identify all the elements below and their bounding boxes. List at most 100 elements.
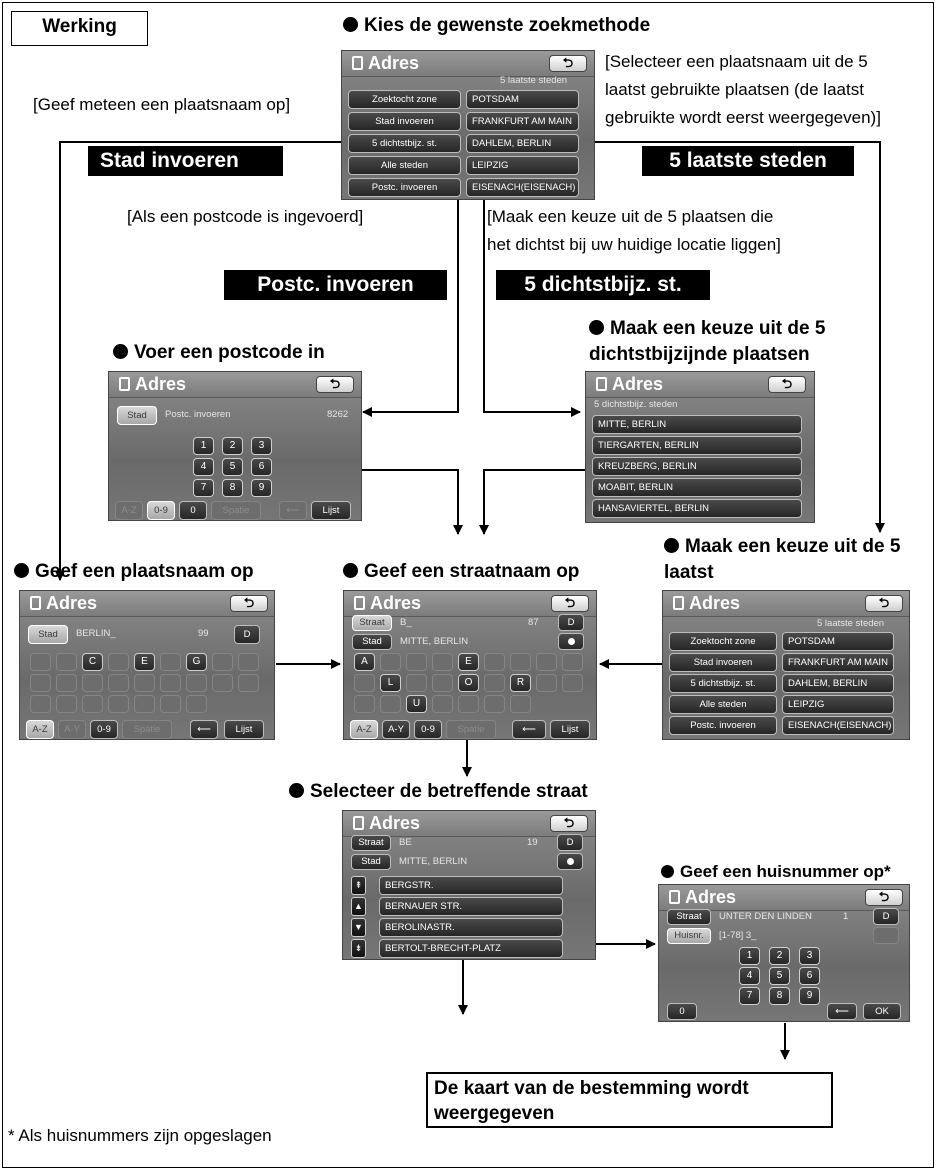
letter-key-disabled[interactable] xyxy=(160,674,181,692)
letter-key-disabled[interactable] xyxy=(82,695,103,713)
delete-button[interactable]: ⟵ xyxy=(190,720,218,739)
menu-stad-invoeren[interactable]: Stad invoeren xyxy=(348,112,461,131)
letter-key[interactable]: E xyxy=(458,653,479,671)
key-9[interactable]: 9 xyxy=(799,987,820,1005)
key-5[interactable]: 5 xyxy=(222,458,243,476)
recent-city-5[interactable]: EISENACH(EISENACH) xyxy=(782,716,894,735)
menu-alle-steden[interactable]: Alle steden xyxy=(669,695,777,714)
key-2[interactable]: 2 xyxy=(769,947,790,965)
menu-dichtstbijz[interactable]: 5 dichtstbijz. st. xyxy=(348,134,461,153)
scroll-up-icon[interactable]: ▲ xyxy=(351,897,366,916)
key-9[interactable]: 9 xyxy=(251,479,272,497)
ay-button[interactable]: A-Y xyxy=(382,720,410,739)
letter-key-disabled[interactable] xyxy=(432,653,453,671)
back-button[interactable]: ⮌ xyxy=(549,55,587,72)
gps-button[interactable] xyxy=(873,927,899,944)
key-8[interactable]: 8 xyxy=(222,479,243,497)
letter-key-disabled[interactable] xyxy=(56,674,77,692)
street-item-3[interactable]: BEROLINASTR. xyxy=(379,918,563,937)
nearby-city-1[interactable]: MITTE, BERLIN xyxy=(592,415,802,434)
stad-tab[interactable]: Stad xyxy=(117,406,157,425)
letter-key-disabled[interactable] xyxy=(82,674,103,692)
letter-key-disabled[interactable] xyxy=(380,653,401,671)
letter-key-disabled[interactable] xyxy=(432,695,453,713)
menu-postc-invoeren[interactable]: Postc. invoeren xyxy=(348,178,461,197)
letter-key-disabled[interactable] xyxy=(354,695,375,713)
nearby-city-2[interactable]: TIERGARTEN, BERLIN xyxy=(592,436,802,455)
digits-button[interactable]: 0-9 xyxy=(90,720,118,739)
az-button[interactable]: A-Z xyxy=(115,501,143,520)
spatie-button[interactable]: Spatie xyxy=(446,720,496,739)
d-button[interactable]: D xyxy=(234,625,260,644)
delete-button[interactable]: ⟵ xyxy=(512,720,546,739)
menu-zoektocht-zone[interactable]: Zoektocht zone xyxy=(669,632,777,651)
letter-key-disabled[interactable] xyxy=(186,695,207,713)
back-button[interactable]: ⮌ xyxy=(230,595,268,612)
stad-tab[interactable]: Stad xyxy=(352,634,392,650)
letter-key-disabled[interactable] xyxy=(484,674,505,692)
digits-button[interactable]: 0-9 xyxy=(414,720,442,739)
back-button[interactable]: ⮌ xyxy=(316,376,354,393)
letter-key-disabled[interactable] xyxy=(380,695,401,713)
letter-key[interactable]: C xyxy=(82,653,103,671)
d-button[interactable]: D xyxy=(558,614,584,631)
letter-key-disabled[interactable] xyxy=(186,674,207,692)
scroll-down-icon[interactable]: ▼ xyxy=(351,918,366,937)
key-5[interactable]: 5 xyxy=(769,967,790,985)
recent-city-2[interactable]: FRANKFURT AM MAIN xyxy=(782,653,894,672)
key-2[interactable]: 2 xyxy=(222,437,243,455)
nearby-city-3[interactable]: KREUZBERG, BERLIN xyxy=(592,457,802,476)
letter-key[interactable]: E xyxy=(134,653,155,671)
letter-key[interactable]: L xyxy=(380,674,401,692)
gps-button[interactable] xyxy=(558,633,584,650)
menu-alle-steden[interactable]: Alle steden xyxy=(348,156,461,175)
letter-key-disabled[interactable] xyxy=(30,653,51,671)
letter-key-disabled[interactable] xyxy=(160,695,181,713)
letter-key-disabled[interactable] xyxy=(212,674,233,692)
letter-key-disabled[interactable] xyxy=(510,653,531,671)
key-6[interactable]: 6 xyxy=(799,967,820,985)
back-button[interactable]: ⮌ xyxy=(551,595,589,612)
zero-key[interactable]: 0 xyxy=(667,1003,697,1020)
letter-key[interactable]: G xyxy=(186,653,207,671)
nearby-city-5[interactable]: HANSAVIERTEL, BERLIN xyxy=(592,499,802,518)
key-1[interactable]: 1 xyxy=(739,947,760,965)
huisnr-tab[interactable]: Huisnr. xyxy=(667,928,711,944)
letter-key-disabled[interactable] xyxy=(484,653,505,671)
stad-tab[interactable]: Stad xyxy=(351,854,391,870)
recent-city-1[interactable]: POTSDAM xyxy=(782,632,894,651)
back-button[interactable]: ⮌ xyxy=(865,595,903,612)
letter-key-disabled[interactable] xyxy=(108,695,129,713)
gps-button[interactable] xyxy=(557,853,583,870)
letter-key-disabled[interactable] xyxy=(406,653,427,671)
letter-key-disabled[interactable] xyxy=(212,653,233,671)
nearby-city-4[interactable]: MOABIT, BERLIN xyxy=(592,478,802,497)
letter-key-disabled[interactable] xyxy=(536,653,557,671)
d-button[interactable]: D xyxy=(557,834,583,851)
ok-button[interactable]: OK xyxy=(863,1003,901,1020)
street-item-1[interactable]: BERGSTR. xyxy=(379,876,563,895)
back-button[interactable]: ⮌ xyxy=(768,376,806,393)
az-button[interactable]: A-Z xyxy=(350,720,378,739)
key-1[interactable]: 1 xyxy=(193,437,214,455)
letter-key-disabled[interactable] xyxy=(510,695,531,713)
delete-button[interactable]: ⟵ xyxy=(279,501,307,520)
recent-city-1[interactable]: POTSDAM xyxy=(466,90,579,109)
letter-key-disabled[interactable] xyxy=(134,674,155,692)
key-8[interactable]: 8 xyxy=(769,987,790,1005)
menu-dichtstbijz[interactable]: 5 dichtstbijz. st. xyxy=(669,674,777,693)
recent-city-3[interactable]: DAHLEM, BERLIN xyxy=(782,674,894,693)
letter-key-disabled[interactable] xyxy=(56,695,77,713)
letter-key[interactable]: O xyxy=(458,674,479,692)
az-button[interactable]: A-Z xyxy=(26,720,54,739)
letter-key-disabled[interactable] xyxy=(160,653,181,671)
key-3[interactable]: 3 xyxy=(251,437,272,455)
recent-city-5[interactable]: EISENACH(EISENACH) xyxy=(466,178,579,197)
letter-key-disabled[interactable] xyxy=(238,674,259,692)
straat-tab[interactable]: Straat xyxy=(352,615,392,631)
spatie-button[interactable]: Spatie xyxy=(211,501,261,520)
letter-key-disabled[interactable] xyxy=(458,695,479,713)
letter-key-disabled[interactable] xyxy=(30,695,51,713)
ay-button[interactable]: A-Y xyxy=(58,720,86,739)
letter-key-disabled[interactable] xyxy=(406,674,427,692)
